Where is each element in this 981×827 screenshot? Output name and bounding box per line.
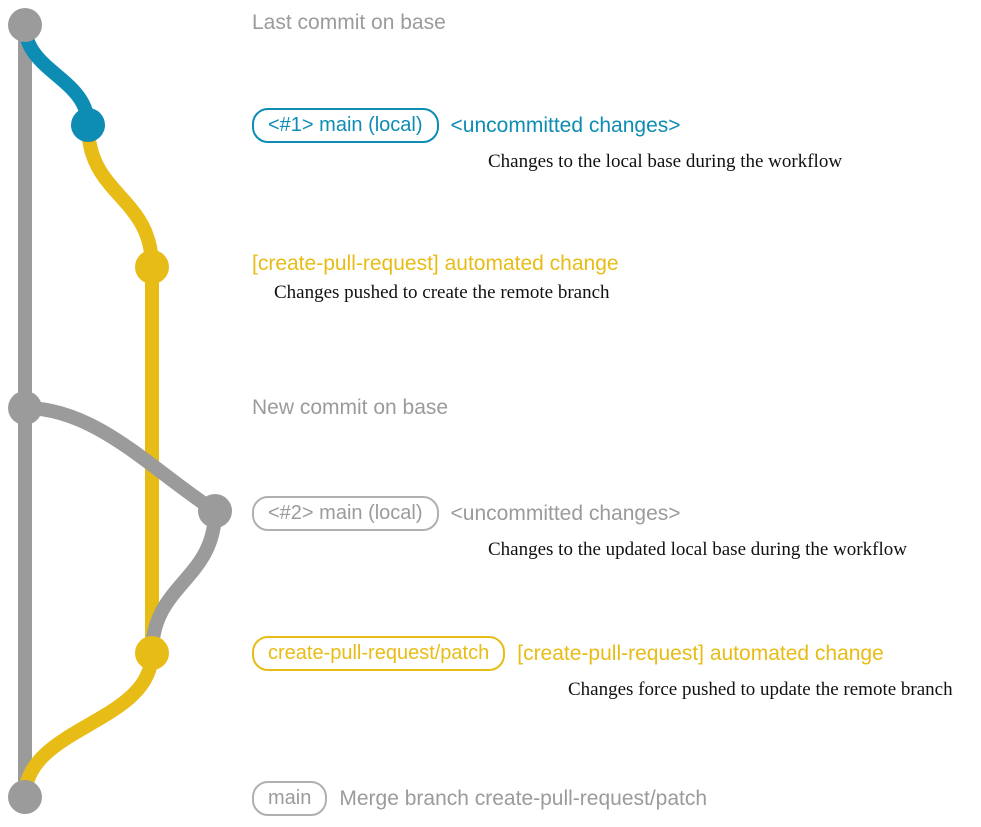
commit-headline: <#2> main (local) <uncommitted changes> <box>252 496 907 531</box>
edge-updated-local-n4-n5 <box>18 401 222 518</box>
branch-badge-main[interactable]: main <box>252 781 328 816</box>
commit-node-local-2[interactable] <box>198 494 232 528</box>
branch-badge-create-pull-request-patch[interactable]: create-pull-request/patch <box>252 636 506 671</box>
commit-node-local-1[interactable] <box>71 108 105 142</box>
commit-subject: [create-pull-request] automated change <box>517 642 884 665</box>
commit-subject: <uncommitted changes> <box>450 114 681 137</box>
edge-merge-n6-n7 <box>18 646 159 804</box>
commit-row-automated-change-2: create-pull-request/patch [create-pull-r… <box>252 636 953 701</box>
commit-row-merge: main Merge branch create-pull-request/pa… <box>252 781 707 816</box>
edge-local-n1-n2 <box>18 18 95 132</box>
commit-note: Changes force pushed to update the remot… <box>568 679 953 700</box>
commit-node-base-new[interactable] <box>8 391 42 425</box>
commit-subject: New commit on base <box>252 396 449 419</box>
commit-row-local-2: <#2> main (local) <uncommitted changes> … <box>252 496 907 561</box>
commit-node-merge[interactable] <box>8 780 42 814</box>
commit-row-last-commit: Last commit on base <box>252 12 446 33</box>
commit-headline: main Merge branch create-pull-request/pa… <box>252 781 707 816</box>
commit-note: Changes to the local base during the wor… <box>488 151 843 172</box>
commit-node-base-last[interactable] <box>8 8 42 42</box>
commit-row-new-commit: New commit on base <box>252 397 448 418</box>
commit-headline: Last commit on base <box>252 12 446 33</box>
commit-headline: <#1> main (local) <uncommitted changes> <box>252 108 842 143</box>
commit-subject: Merge branch create-pull-request/patch <box>339 787 708 810</box>
commit-note: Changes to the updated local base during… <box>488 539 907 560</box>
branch-badge-main-local-1[interactable]: <#1> main (local) <box>252 108 439 143</box>
branch-badge-main-local-2[interactable]: <#2> main (local) <box>252 496 439 531</box>
commit-row-local-1: <#1> main (local) <uncommitted changes> … <box>252 108 842 173</box>
commit-subject: [create-pull-request] automated change <box>252 252 619 275</box>
commit-note: Changes pushed to create the remote bran… <box>274 282 610 303</box>
commit-subject: Last commit on base <box>252 11 446 34</box>
commit-headline: create-pull-request/patch [create-pull-r… <box>252 636 953 671</box>
commit-node-patch-1[interactable] <box>135 250 169 284</box>
commit-row-automated-change-1: [create-pull-request] automated change C… <box>252 253 619 304</box>
commit-node-patch-2[interactable] <box>135 636 169 670</box>
edge-updated-local-n5-n6 <box>145 504 222 660</box>
commit-headline: [create-pull-request] automated change <box>252 253 619 274</box>
edge-patch-n2-n3 <box>81 118 159 274</box>
commit-subject: <uncommitted changes> <box>450 502 681 525</box>
commit-headline: New commit on base <box>252 397 448 418</box>
